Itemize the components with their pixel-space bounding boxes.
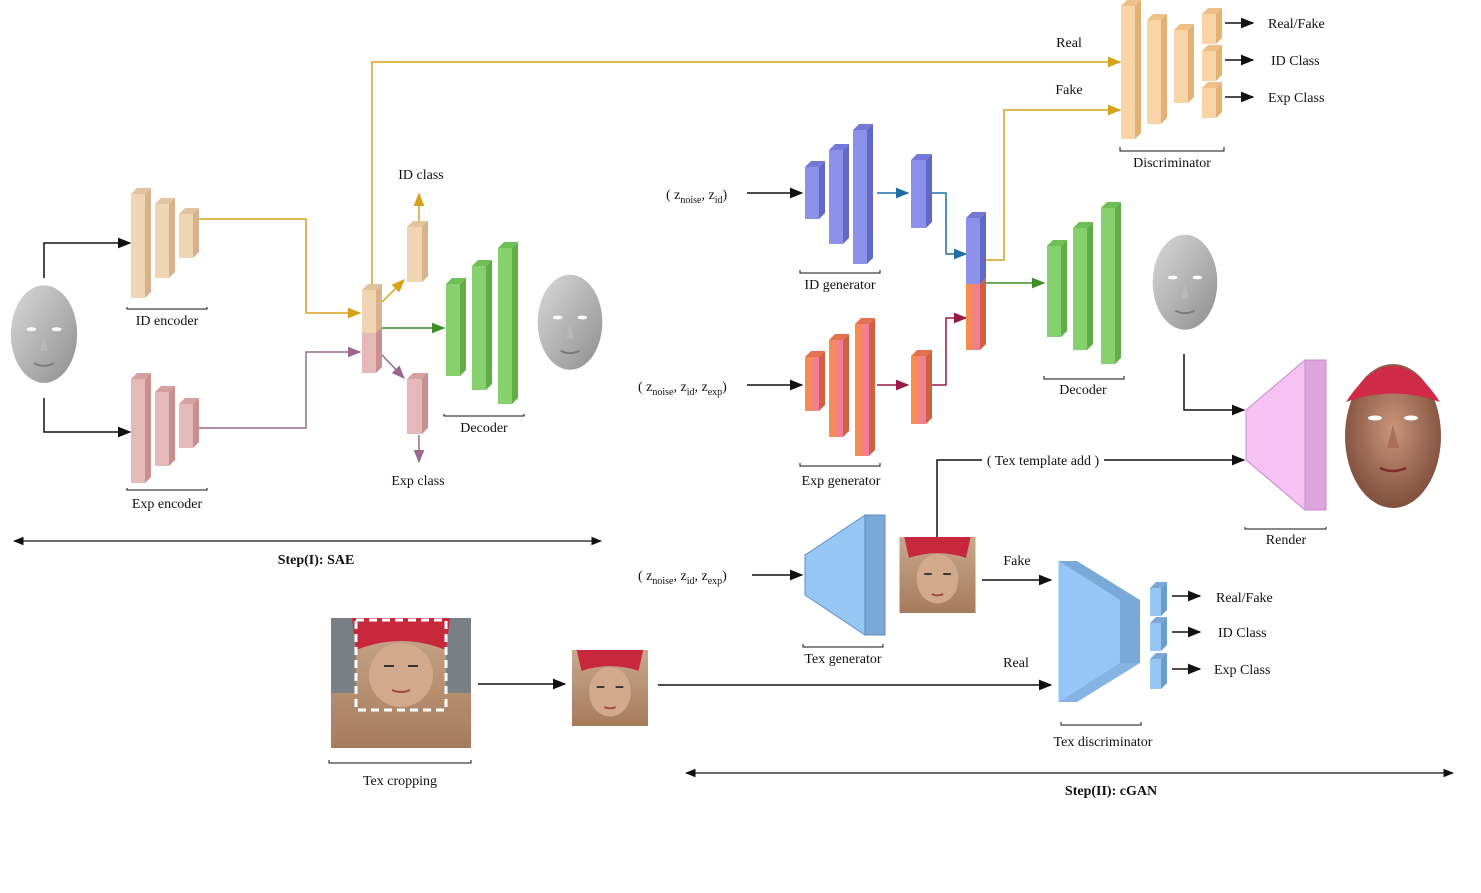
tex-generator-label: Tex generator — [804, 652, 881, 667]
exp-class-label: Exp class — [391, 474, 444, 489]
exp-encoder-label: Exp encoder — [132, 497, 203, 512]
disc-out-real-fake: Real/Fake — [1268, 17, 1325, 32]
tex-generator — [804, 514, 886, 636]
discriminator — [1121, 0, 1222, 139]
sae-section: ID encoder Exp encoder — [9, 56, 1122, 568]
arrow-tex-template-add — [936, 454, 1246, 537]
generated-texture — [898, 537, 977, 613]
exp-classifier-block — [407, 373, 428, 434]
concat-code — [966, 212, 986, 350]
sae-decoder-bracket — [443, 414, 525, 417]
tex-fake-label: Fake — [1003, 554, 1030, 569]
tex-discriminator-label: Tex discriminator — [1054, 735, 1153, 750]
step1-label: Step(I): SAE — [278, 553, 355, 568]
uv-texture-map — [331, 618, 471, 748]
id-classifier-block — [407, 221, 428, 282]
arrow-face-to-id-encoder — [43, 237, 132, 278]
arrow-id-code — [199, 218, 362, 319]
tex-generator-bracket — [802, 644, 884, 648]
real-label: Real — [1056, 36, 1082, 51]
arrow-fake-to-discriminator — [986, 104, 1122, 261]
id-generator-label: ID generator — [804, 278, 875, 293]
arrow-mesh-to-render — [1183, 354, 1246, 416]
arrow-to-exp-classifier — [381, 354, 405, 379]
id-generator-bracket — [799, 270, 881, 274]
render-block — [1245, 358, 1327, 512]
exp-generator — [805, 318, 875, 456]
exp-generator-bracket — [799, 463, 881, 467]
exp-encoder-bracket — [126, 488, 208, 491]
exp-encoder — [131, 373, 199, 483]
arrow-to-id-classifier — [381, 279, 405, 303]
output-face-mesh — [536, 273, 604, 371]
cgan-decoder-bracket — [1043, 376, 1125, 380]
id-generator — [805, 124, 873, 264]
input-tex-noise-label: ( znoise, zid, zexp) — [638, 569, 727, 587]
tex-cropping-label: Tex cropping — [363, 774, 437, 789]
render-bracket — [1244, 527, 1327, 530]
tex-real-label: Real — [1003, 656, 1029, 671]
input-face-mesh — [9, 284, 79, 384]
disc-out-id-class: ID Class — [1271, 54, 1320, 69]
input-exp-noise-label: ( znoise, zid, zexp) — [638, 380, 727, 398]
fake-label: Fake — [1055, 83, 1082, 98]
arrow-exp-code — [199, 346, 362, 429]
arrow-real-to-discriminator — [371, 56, 1122, 284]
step2-label: Step(II): cGAN — [1065, 784, 1157, 799]
arrow-face-to-exp-encoder — [43, 398, 132, 438]
tex-template-add-label: ( Tex template add ) — [987, 454, 1100, 469]
arrow-id-code-to-concat — [932, 192, 968, 260]
latent-code — [362, 284, 382, 373]
disc-out-exp-class: Exp Class — [1268, 91, 1324, 106]
tex-cropping-bracket — [328, 760, 472, 764]
exp-generator-label: Exp generator — [802, 474, 881, 489]
sae-decoder — [446, 242, 518, 404]
generated-face-mesh — [1151, 233, 1219, 331]
id-code-block — [911, 154, 932, 228]
id-encoder-bracket — [126, 307, 208, 310]
id-class-label: ID class — [398, 168, 444, 183]
id-encoder-label: ID encoder — [136, 314, 199, 329]
crop-region-box — [354, 618, 448, 712]
input-id-noise-label: ( znoise, zid) — [666, 188, 728, 206]
sae-decoder-label: Decoder — [460, 421, 508, 436]
cgan-decoder-label: Decoder — [1059, 383, 1107, 398]
tex-disc-out-exp-class: Exp Class — [1214, 663, 1270, 678]
cgan-section: ( znoise, zid) ( znoise, zid, zexp) ID g… — [328, 0, 1455, 799]
id-encoder — [131, 188, 199, 298]
rendered-textured-face — [1345, 364, 1441, 508]
tex-discriminator-bracket — [1060, 722, 1142, 726]
arrow-exp-code-to-concat — [932, 312, 968, 386]
render-label: Render — [1266, 533, 1307, 548]
exp-code-block — [911, 350, 932, 424]
cgan-decoder — [1047, 202, 1121, 364]
cropped-texture — [570, 650, 650, 726]
tex-disc-out-real-fake: Real/Fake — [1216, 591, 1273, 606]
tex-disc-out-id-class: ID Class — [1218, 626, 1267, 641]
tex-discriminator — [1058, 560, 1167, 703]
tex-template-label-bg — [982, 451, 1104, 469]
discriminator-label: Discriminator — [1133, 156, 1211, 171]
discriminator-bracket — [1119, 147, 1225, 152]
